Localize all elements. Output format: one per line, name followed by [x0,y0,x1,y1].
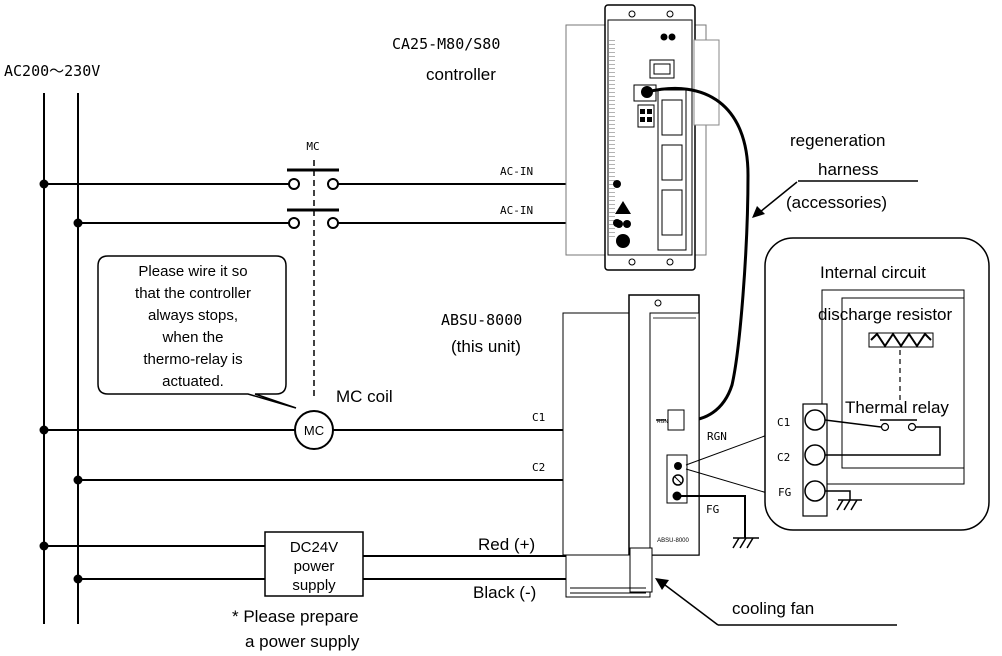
warning-callout: Please wire it so that the controller al… [97,255,297,409]
relay-wire [825,426,941,456]
ac-in-label-top: AC-IN [500,165,533,178]
c1-wire-label: C1 [532,411,545,424]
controller-terminal [613,219,621,227]
red-label: Red (+) [478,535,535,554]
dc-supply-line-2: power [294,558,335,575]
resistor-label: discharge resistor [818,305,953,324]
controller-unit [565,4,720,271]
regen-label-2: harness [818,160,878,179]
dc-supply-line-3: supply [292,577,336,594]
internal-fg-label: FG [778,486,791,499]
internal-title: Internal circuit [820,263,926,282]
mc-contact [288,178,300,190]
dc-note-1: * Please prepare [232,607,359,626]
fan-arrowhead [655,578,669,590]
mc-contact [288,217,300,229]
callout-line-3: always stops, [148,307,238,324]
mc-coil-symbol-text: MC [304,423,324,438]
relay-label: Thermal relay [845,398,949,417]
unit-panel-label: ABSU-8000 [657,538,689,544]
supply-label: AC200～230V [4,62,100,80]
mc-switch-label: MC [306,140,319,153]
unit-model: ABSU-8000 [441,311,522,329]
unit-connector-label: RGN [657,419,669,425]
controller-terminal [613,180,621,188]
mc-contact [327,178,339,190]
internal-c1-label: C1 [777,416,790,429]
harness-connector [641,86,653,98]
controller-model: CA25-M80/S80 [392,35,500,53]
internal-circuit-panel: Internal circuit discharge resistor Ther… [764,237,990,531]
mc-contact [327,217,339,229]
wire-fg [678,495,746,538]
resistor-symbol [868,332,934,348]
rgn-label: RGN [707,430,727,443]
callout-line-2: that the controller [135,285,251,302]
callout-line-5: thermo-relay is [143,351,242,368]
black-label: Black (-) [473,583,536,602]
internal-c2-label: C2 [777,451,790,464]
regen-pointer [759,181,798,213]
absu-unit: ABSU-8000 RGN [562,294,700,598]
internal-ground-symbol [836,499,862,511]
thermal-relay-symbol [880,419,917,432]
dc-note-2: a power supply [245,632,360,651]
ac-in-label-bottom: AC-IN [500,204,533,217]
callout-line-4: when the [162,329,224,346]
terminal-c1 [804,409,826,431]
regen-arrowhead [752,206,765,218]
fg-label: FG [706,503,719,516]
dc-supply-line-1: DC24V [290,539,338,556]
callout-line-1: Please wire it so [138,263,247,280]
c2-wire-label: C2 [532,461,545,474]
controller-name: controller [426,65,496,84]
terminal-c2 [804,444,826,466]
regen-harness-cable [646,87,750,422]
regen-label-3: (accessories) [786,193,887,212]
unit-note: (this unit) [451,337,521,356]
cooling-fan-label: cooling fan [732,599,814,618]
dc-supply-box [264,531,364,597]
terminal-fg [804,480,826,502]
ground-symbol [732,537,759,549]
fan-pointer [664,584,719,626]
fg-internal-wire [825,490,851,500]
callout-line-6: actuated. [162,373,224,390]
mc-coil-label: MC coil [336,387,393,406]
regen-label-1: regeneration [790,131,885,150]
relay-wire [824,419,882,428]
